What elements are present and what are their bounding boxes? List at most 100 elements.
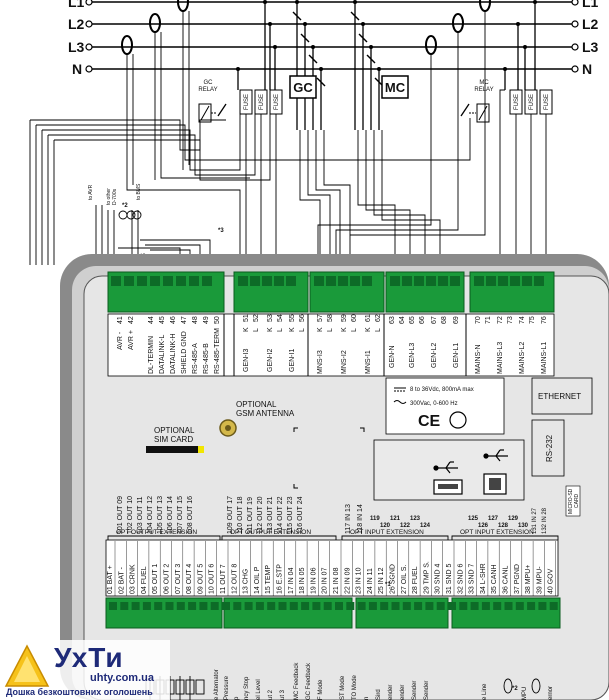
term-48: 48 <box>192 316 199 324</box>
micro-sd-label-1: MICRO-SD <box>568 488 574 514</box>
in-ext-128: 128 <box>498 523 509 529</box>
fuse-label: FUSE <box>529 94 535 110</box>
rs232-label: RS-232 <box>545 434 554 462</box>
out-ext-115: 115 OUT 23 <box>287 496 294 534</box>
term-gen-l1: GEN-L1 <box>453 343 460 368</box>
terminal-screw <box>504 602 513 610</box>
term-gen-i1: GEN-I1 <box>289 349 296 372</box>
term-mns-i3-k: K <box>317 327 324 332</box>
terminal-screw <box>188 602 197 610</box>
current-transformers <box>121 0 491 55</box>
term-60: 60 <box>351 314 358 322</box>
fuse-label: FUSE <box>259 94 265 110</box>
term-mns-i3-l: L <box>327 328 334 332</box>
term-57: 57 <box>317 314 324 322</box>
certification-mark-icon <box>449 411 467 429</box>
terminal-screw <box>527 602 536 610</box>
bottom-terminal-label: 17 IN 04 <box>288 567 295 594</box>
usb-block <box>373 439 525 501</box>
bottom-terminal-label: 28 FUEL <box>412 566 419 594</box>
gc-relay-label-1: GC <box>204 80 214 86</box>
wire-label: GC Feedback <box>306 662 312 700</box>
mc-relay-label-2: RELAY <box>474 87 493 93</box>
term-75: 75 <box>529 316 536 324</box>
bus-label-l1: L1 <box>68 0 85 10</box>
term-gen-i2: GEN-I2 <box>267 349 274 372</box>
term-69: 69 <box>453 316 460 324</box>
gen-current-labels: GEN-I3 K 51 L 52 GEN-I2 K 53 L 54 GEN-I1… <box>243 314 306 372</box>
input-extension-a: 117 IN 13 118 IN 14 <box>345 504 364 534</box>
term-gen-l2: GEN-L2 <box>431 343 438 368</box>
bottom-terminal-label: 20 IN 07 <box>322 567 329 594</box>
bottom-terminal-label: 03 CRNK <box>130 564 137 594</box>
bottom-connectors <box>105 597 561 629</box>
wire-label: Sird <box>376 689 382 700</box>
input-extension-d: 131 IN 27 132 IN 28 <box>532 507 548 534</box>
term-45: 45 <box>159 316 166 324</box>
out-ext-103: 103 OUT 11 <box>137 496 144 534</box>
fuse-label: FUSE <box>244 94 250 110</box>
in-ext-120: 120 <box>380 523 391 529</box>
term-72: 72 <box>497 316 504 324</box>
term-mns-i2-k: K <box>341 327 348 332</box>
bus-label-l3: L3 <box>68 39 85 55</box>
bottom-terminal-label: 07 OUT 3 <box>175 564 182 594</box>
bottom-terminal-label: 10 OUT 6 <box>209 564 216 594</box>
term-gen-i3-l: L <box>253 328 260 332</box>
out-ext-110: 110 OUT 18 <box>237 496 244 534</box>
term-mains-l2: MAINS-L2 <box>519 342 526 374</box>
extension-brackets <box>107 535 559 540</box>
term-51: 51 <box>243 314 250 322</box>
term-mains-n: MAINS-N <box>475 344 482 374</box>
term-mains-l3: MAINS-L3 <box>497 342 504 374</box>
term-46: 46 <box>170 316 177 324</box>
bus-labels-right: L1 L2 L3 N <box>582 0 599 77</box>
mc-relay: MC RELAY <box>460 80 494 123</box>
bottom-terminal-label: 33 SND 7 <box>469 564 476 594</box>
watermark-title: УхТи <box>54 642 124 673</box>
term-mns-i3: MNS-I3 <box>317 350 324 374</box>
bottom-terminal-label: 08 OUT 4 <box>186 564 193 594</box>
in-ext-129: 129 <box>508 516 519 522</box>
ethernet-port: ETHERNET <box>531 377 593 415</box>
wire-label: MC Feedback <box>294 662 300 700</box>
in-ext-123: 123 <box>410 516 421 522</box>
term-68: 68 <box>441 316 448 324</box>
bottom-terminal-label: 16 E.STP <box>277 564 284 594</box>
out-ext-104: 104 OUT 12 <box>147 496 154 534</box>
terminal-screw <box>346 602 355 610</box>
contactor-switch-contacts <box>292 11 384 87</box>
watermark-logo-icon <box>4 644 50 687</box>
bottom-terminal-label: 38 MPU+ <box>525 565 532 594</box>
term-gen-n: GEN-N <box>389 345 396 368</box>
bottom-terminal-label: 12 OUT 8 <box>231 564 238 594</box>
terminal-screw <box>154 602 163 610</box>
bottom-terminal-label: 40 GOV <box>548 568 555 594</box>
out-ext-107: 107 OUT 15 <box>177 496 184 534</box>
terminal-screw <box>323 602 332 610</box>
sim-card-slot: OPTIONAL SIM CARD <box>146 426 204 453</box>
mc-contactor: MC <box>381 75 409 99</box>
terminal-screw <box>244 602 253 610</box>
bottom-terminal-label: 23 IN 10 <box>356 567 363 594</box>
bus-label-l2-right: L2 <box>582 16 599 32</box>
wire-label: ernor <box>548 686 554 700</box>
watermark: УхТи uhty.com.ua Дошка безкоштовних огол… <box>0 640 170 700</box>
term-44: 44 <box>148 316 155 324</box>
wire-label: e Alternator <box>214 669 220 700</box>
term-71: 71 <box>485 316 492 324</box>
input-extension-c: 125 126 127 128 129 130 <box>468 516 529 529</box>
fuses-mains: FUSE FUSE FUSE <box>509 89 553 115</box>
bus-feeders <box>237 2 536 130</box>
fuse-label: FUSE <box>514 94 520 110</box>
out-ext-108: 108 OUT 16 <box>187 496 194 534</box>
bottom-terminal-label: 06 OUT 2 <box>164 564 171 594</box>
terminal-screw <box>493 602 502 610</box>
term-gen-i1-l: L <box>299 328 306 332</box>
terminal-screw <box>109 602 117 610</box>
in-ext-130: 130 <box>518 523 529 529</box>
wire-label: TO Mode <box>352 674 358 700</box>
gc-relay: GC RELAY <box>198 80 227 123</box>
term-52: 52 <box>253 314 260 322</box>
